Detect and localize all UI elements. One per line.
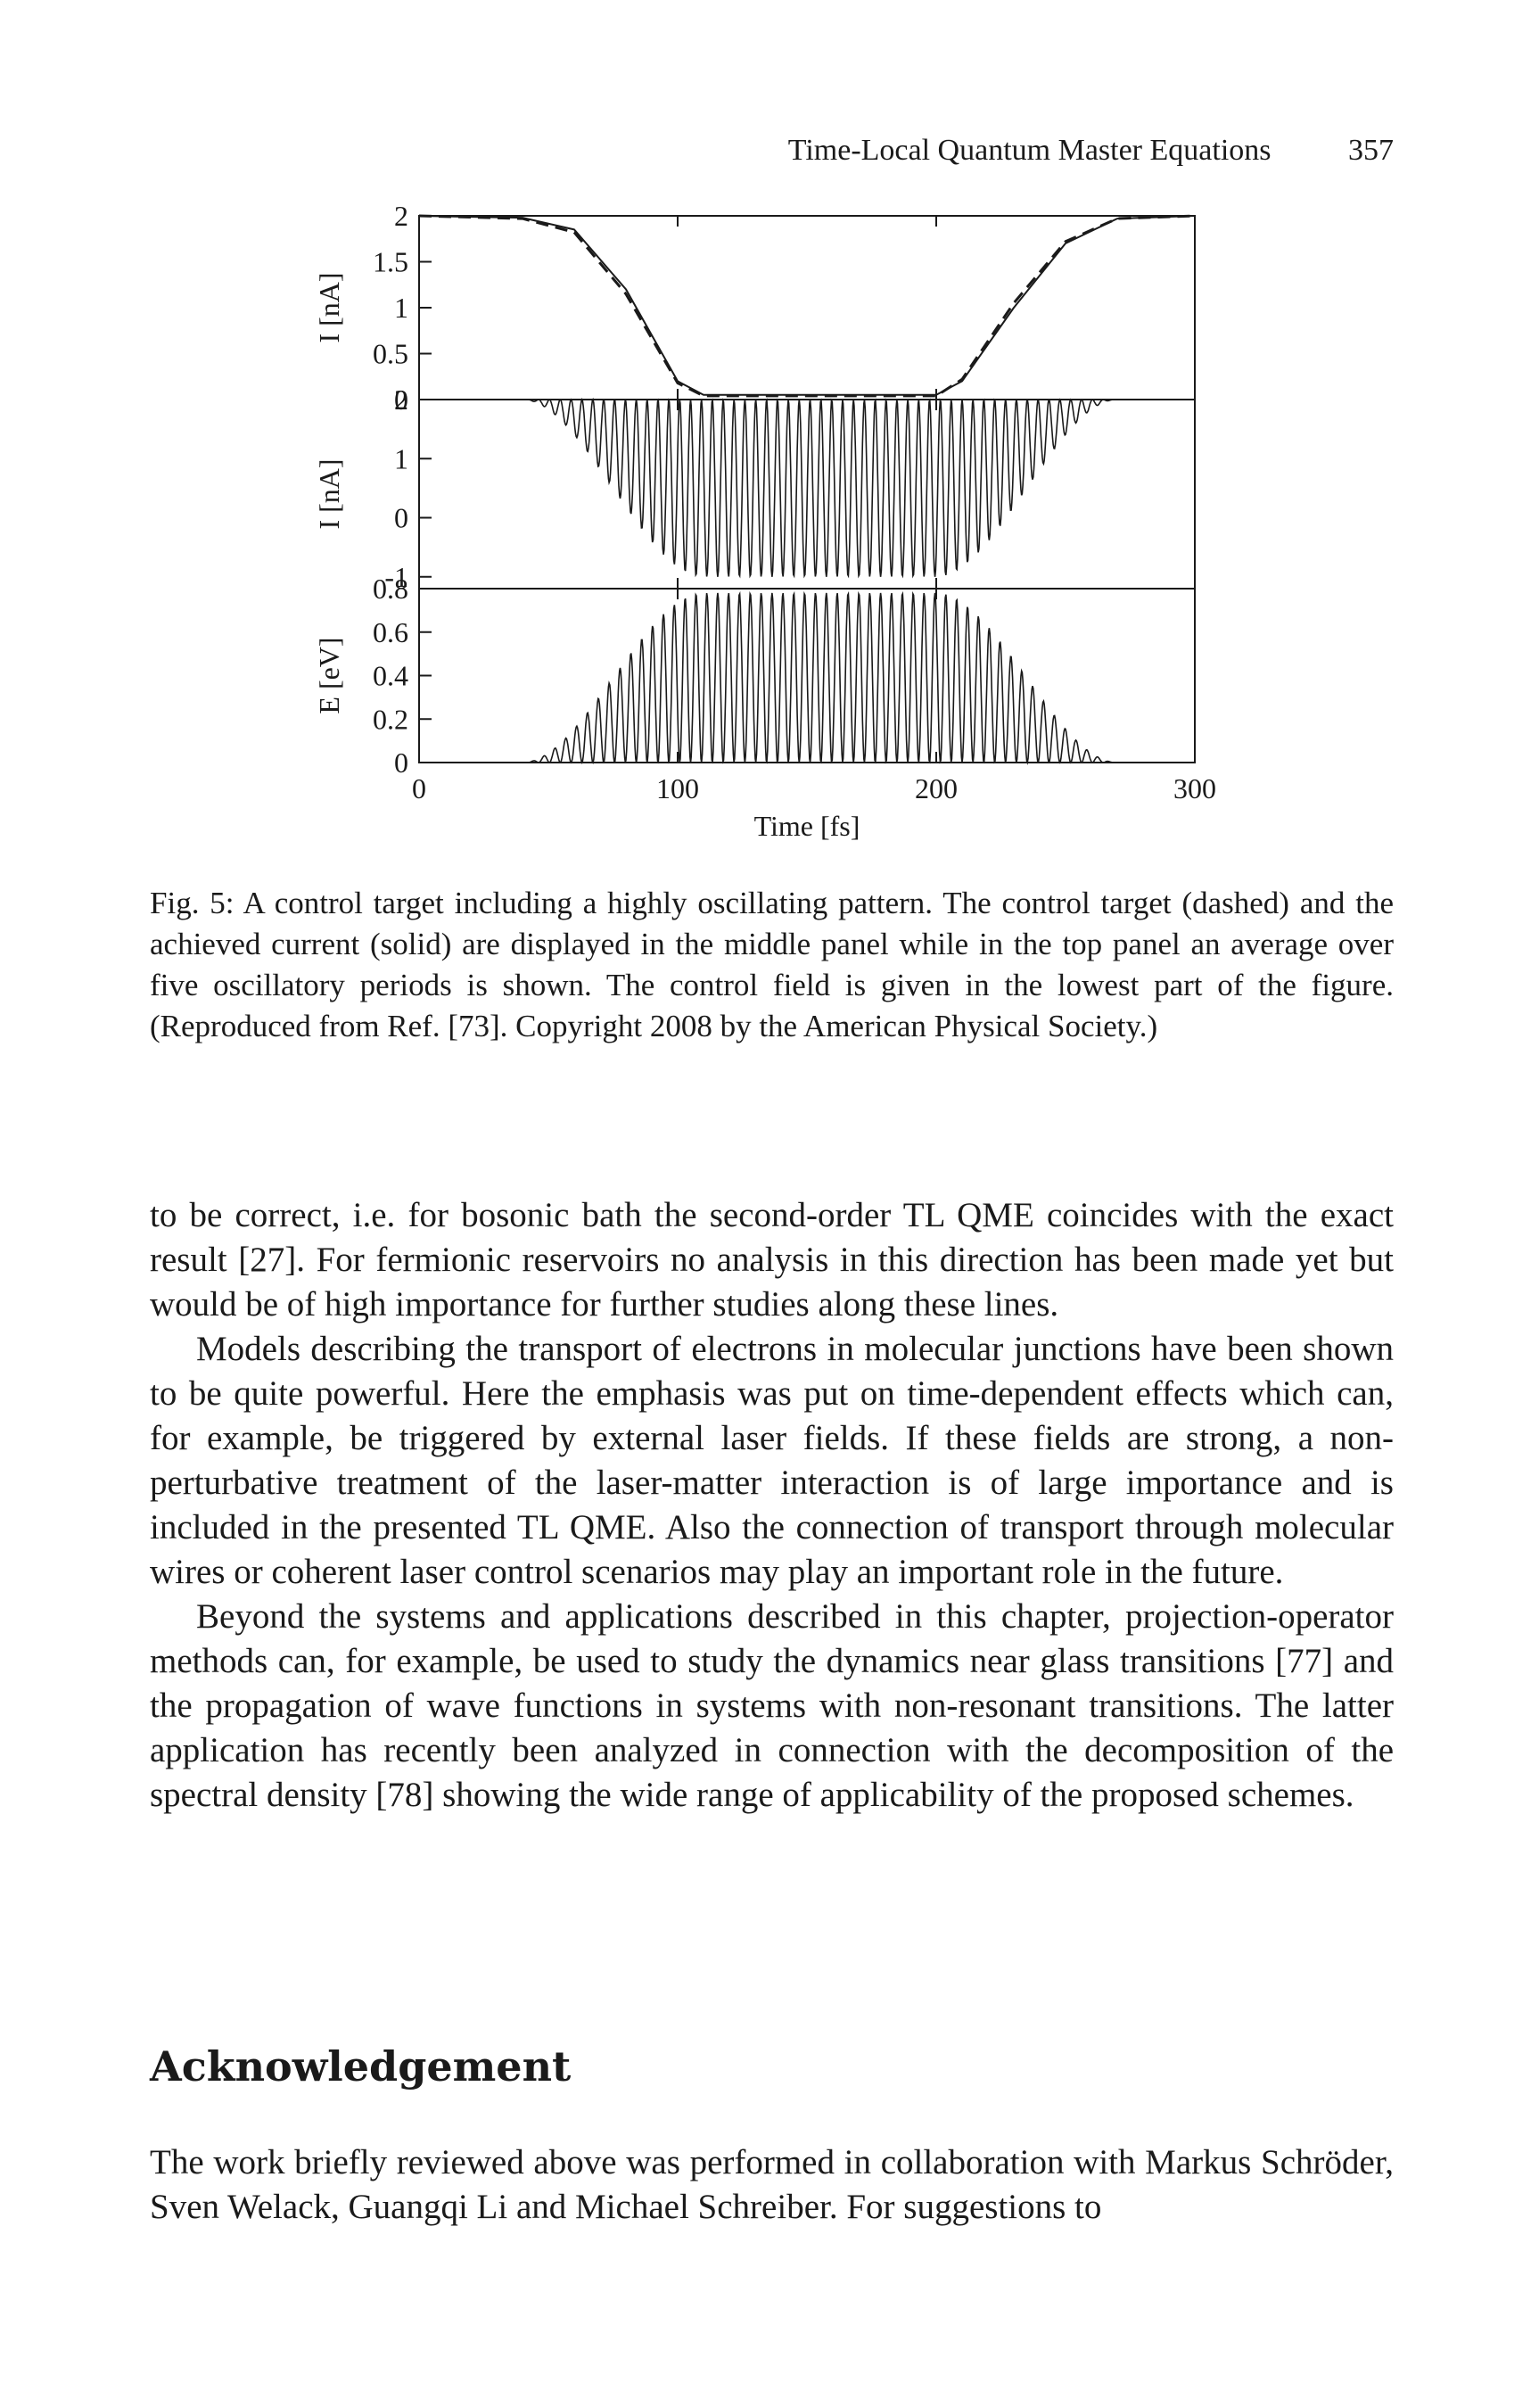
y-tick-label: 0.4 <box>373 660 408 692</box>
figure-5: 0 0.5 1 1.5 2 I [nA] -1 0 1 2 I [nA] 0 0.2 0.4 0.6 0.8E… <box>313 205 1216 842</box>
acknowledgement-text: The work briefly reviewed above was perf… <box>150 2143 1394 2226</box>
figure-caption: Fig. 5: A control target including a hig… <box>150 886 1394 1043</box>
running-head: Time-Local Quantum Master Equations 357 <box>0 134 1394 168</box>
paragraph: Models describing the transport of elect… <box>150 1330 1394 1591</box>
x-tick-label: 0 <box>412 772 426 804</box>
y-tick-label: 0.8 <box>373 573 408 605</box>
x-axis-label: Time [fs] <box>754 810 860 842</box>
y-tick-label: 0.2 <box>373 703 408 735</box>
y-tick-label: 2 <box>394 205 408 232</box>
y-axis-label: I [nA] <box>313 272 345 342</box>
panel-frame <box>418 215 1196 400</box>
achieved-series-line <box>418 215 1196 396</box>
y-tick-label: 0 <box>394 383 408 416</box>
y-tick-label: 0 <box>394 746 408 779</box>
target-series-line <box>418 214 1196 398</box>
y-tick-label: 2 <box>394 383 408 416</box>
y-tick-label: 0.5 <box>373 338 408 370</box>
y-tick-label: -1 <box>384 561 408 593</box>
y-tick-label: 0 <box>394 502 408 534</box>
running-title: Time-Local Quantum Master Equations <box>787 134 1272 167</box>
y-tick-label: 1.5 <box>373 246 408 278</box>
page-number: 357 <box>1348 134 1394 167</box>
x-tick-label: 100 <box>656 772 699 804</box>
y-tick-label: 0.6 <box>373 616 408 648</box>
y-tick-label: 1 <box>394 442 408 474</box>
section-heading: Acknowledgement <box>150 2042 572 2091</box>
paragraph: Beyond the systems and applications desc… <box>150 1597 1394 1814</box>
x-tick-label: 200 <box>915 772 958 804</box>
y-tick-label: 1 <box>394 292 408 324</box>
y-axis-label: I [nA] <box>313 458 345 529</box>
paragraph: to be correct, i.e. for bosonic bath the… <box>150 1196 1394 1324</box>
series-line <box>419 397 1195 579</box>
y-axis-label: E [eV] <box>313 637 345 713</box>
x-tick-label: 300 <box>1173 772 1216 804</box>
body-text: to be correct, i.e. for bosonic bath the… <box>150 1193 1394 1818</box>
series-line <box>419 590 1195 766</box>
